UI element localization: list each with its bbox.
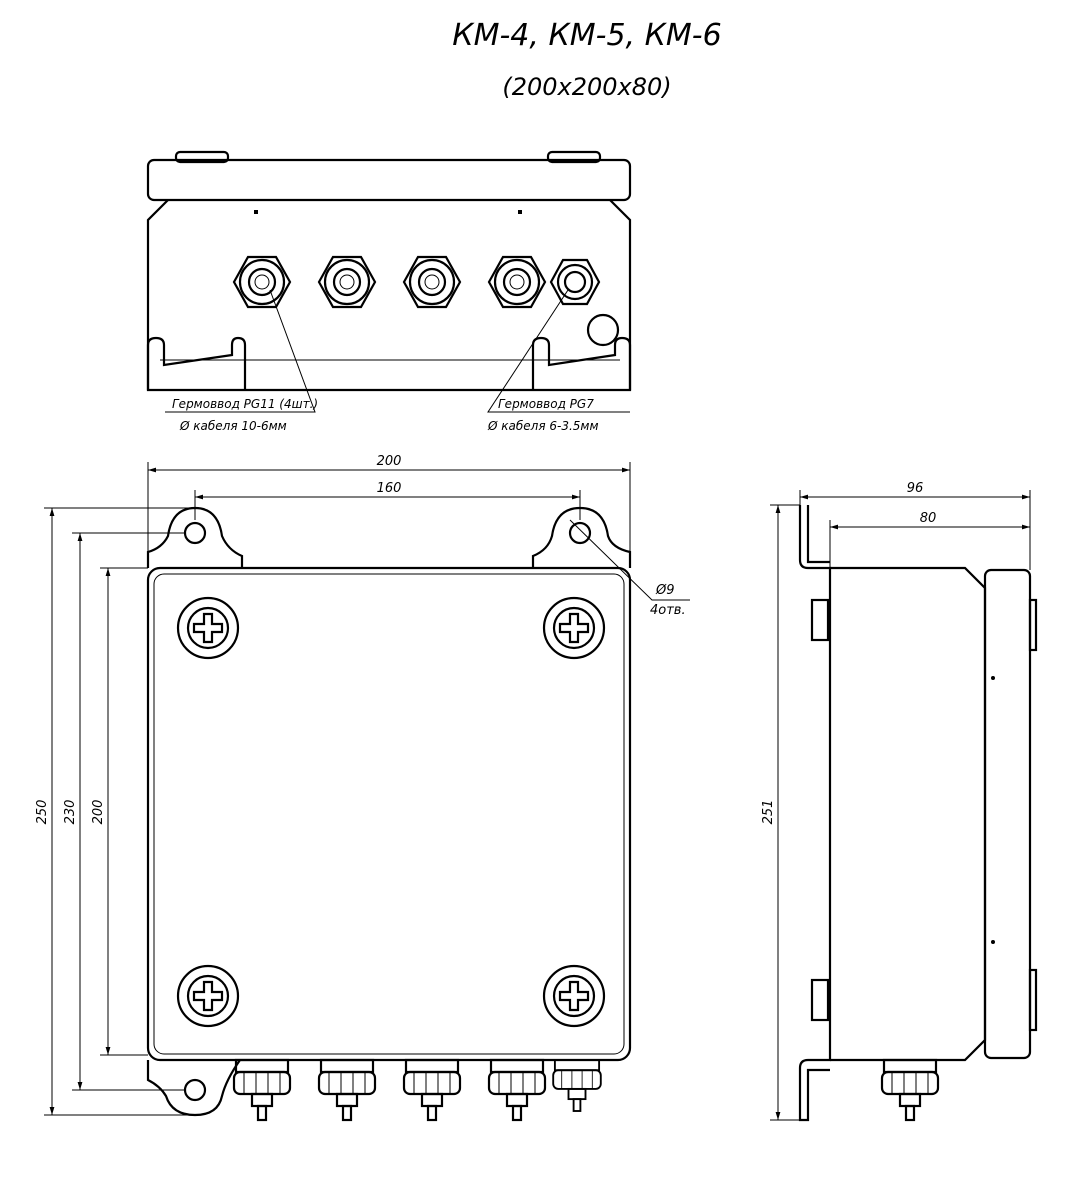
pg11-gland: [487, 255, 547, 309]
hole-count: 4отв.: [650, 603, 686, 618]
dim-160-spacing: 160: [377, 481, 402, 496]
pg11-gland: [402, 255, 462, 309]
pg11-gland: [232, 255, 292, 309]
pg11-gland: [317, 255, 377, 309]
dim-250-height: 250: [35, 800, 50, 825]
top-view: Гермоввод PG11 (4шт.) Ø кабеля 10-6мм Ге…: [146, 150, 632, 433]
drawing-title: КМ-4, КМ-5, КМ-6: [452, 18, 721, 53]
dim-251-height: 251: [761, 800, 776, 825]
dim-80-depth: 80: [920, 511, 937, 526]
dim-200-body: 200: [91, 800, 106, 825]
pg7-gland: [549, 258, 601, 306]
lid-screw: [176, 596, 240, 660]
lid-screw: [542, 964, 606, 1028]
dim-200-width: 200: [377, 454, 402, 469]
dim-230-holes: 230: [63, 800, 78, 825]
side-view: 96 80 251: [761, 481, 1038, 1122]
lid-screw: [542, 596, 606, 660]
pg7-callout-line2: Ø кабеля 6-3.5мм: [487, 419, 599, 433]
pg11-callout-line2: Ø кабеля 10-6мм: [179, 419, 287, 433]
lid-screw: [176, 964, 240, 1028]
front-view: 200 160 250 230 200 Ø9 4отв.: [35, 454, 690, 1122]
drawing-subtitle: (200x200x80): [502, 73, 671, 101]
dim-96-depth: 96: [907, 481, 924, 496]
pg11-callout-line1: Гермоввод PG11 (4шт.): [172, 397, 318, 411]
pg7-callout-line1: Гермоввод PG7: [498, 397, 594, 411]
hole-diameter: Ø9: [655, 583, 675, 598]
